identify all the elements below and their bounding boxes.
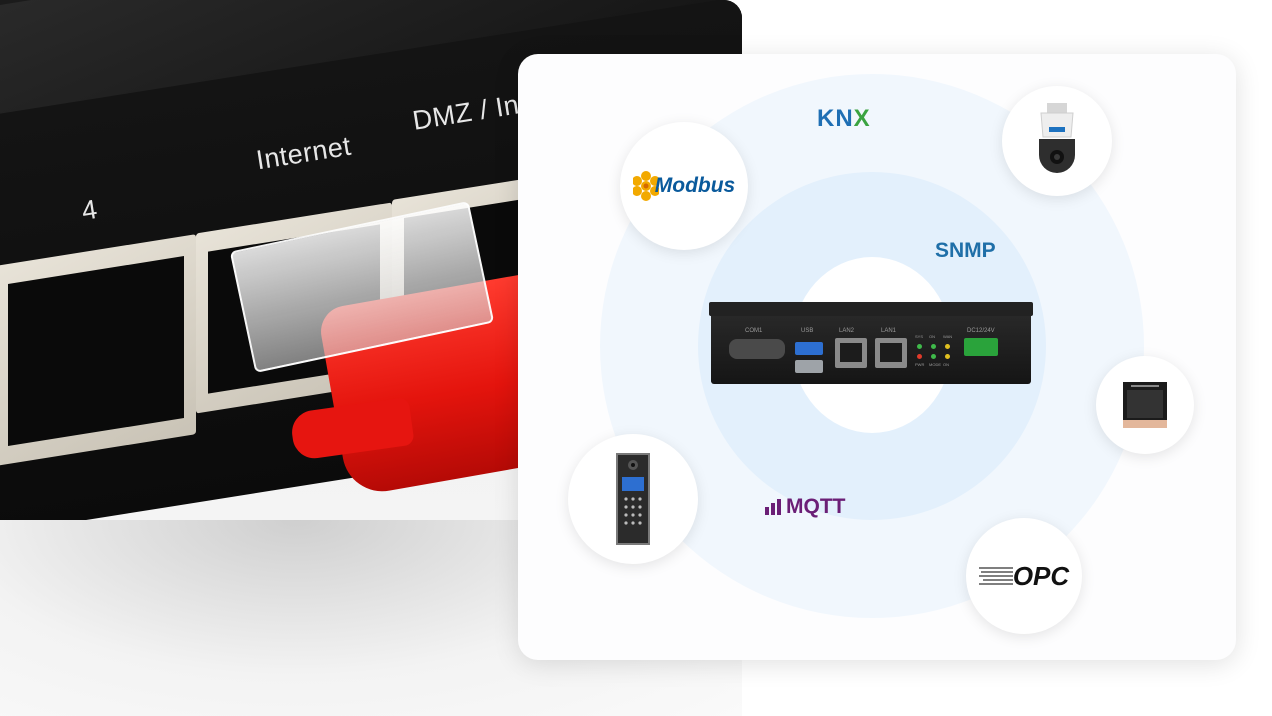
ethernet-port-4 (0, 234, 196, 466)
port-label-usb: USB (801, 328, 814, 334)
modbus-flower-icon (632, 171, 659, 201)
port-label-lan2: LAN2 (839, 328, 855, 334)
power-terminal (964, 338, 998, 356)
usb-port-2 (795, 360, 823, 373)
modbus-bubble: Modbus (620, 122, 748, 250)
led-on (931, 344, 936, 349)
door-intercom-icon (616, 453, 650, 545)
led-on-2 (945, 354, 950, 359)
led-mode (931, 354, 936, 359)
intercom-bubble (568, 434, 698, 564)
port-label-com1: COM1 (745, 328, 763, 334)
camera-bubble (1002, 86, 1112, 196)
led-pwr (917, 354, 922, 359)
port-label-lan1: LAN1 (881, 328, 897, 334)
led-wan (945, 344, 950, 349)
led-sys (917, 344, 922, 349)
wall-oven-icon (1123, 382, 1167, 428)
port-label-dc: DC12/24V (967, 328, 995, 334)
usb-port-1 (795, 342, 823, 355)
oven-bubble (1096, 356, 1194, 454)
mqtt-icon (765, 499, 783, 515)
knx-logo: KNX (817, 105, 871, 132)
lan2-port (835, 338, 867, 368)
gateway-mounting-flange (709, 302, 1033, 316)
ptz-camera-icon (1039, 103, 1075, 173)
mqtt-logo: MQTT (765, 495, 845, 519)
gateway-device: COM1 USB LAN2 LAN1 DC12/24V SYS ON WAN P… (709, 302, 1033, 384)
serial-port-com1 (729, 339, 785, 359)
lan1-port (875, 338, 907, 368)
led-label-on: ON (929, 334, 935, 339)
led-label-pwr: PWR (915, 362, 925, 367)
led-label-mode: MODE (929, 362, 941, 367)
protocol-diagram-card: KNX SNMP MQTT Modbus (518, 54, 1236, 660)
opc-bubble: OPC (966, 518, 1082, 634)
opc-stripes-icon (978, 567, 1013, 585)
mqtt-label: MQTT (786, 495, 846, 518)
led-label-wan: WAN (943, 334, 953, 339)
snmp-label: SNMP (935, 239, 996, 262)
modbus-label: Modbus (654, 174, 736, 197)
led-label-sys: SYS (915, 334, 924, 339)
opc-label: OPC (1012, 560, 1070, 591)
led-label-on-2: ON (943, 362, 949, 367)
